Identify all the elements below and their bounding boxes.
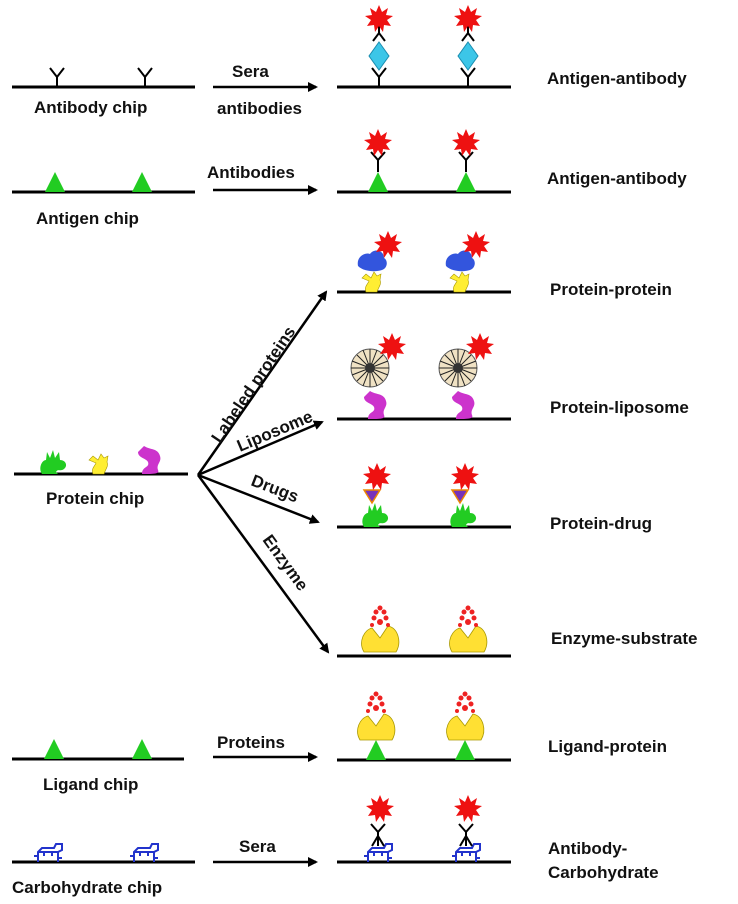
protein-drug-complex-icon (362, 463, 391, 527)
protein-liposome-complex-icon (438, 333, 494, 419)
magenta-protein-icon (138, 446, 161, 474)
ligand-chip-label: Ligand chip (43, 775, 138, 794)
antibody-reagent-line1: Sera (232, 62, 269, 81)
protein-protein-result-label: Protein-protein (550, 280, 672, 299)
carbohydrate-result-line2: Carbohydrate (548, 863, 659, 882)
ligand-reagent: Proteins (217, 733, 285, 752)
antigen-triangle-icon (45, 172, 65, 192)
antibody-y-icon (49, 67, 65, 88)
row-antibody: Antibody chip Sera antibodies Antigen-an… (12, 5, 687, 118)
enzyme-substrate-complex-icon (361, 605, 400, 653)
protein-protein-complex-icon (357, 231, 402, 293)
antibody-chip-label: Antibody chip (34, 98, 147, 117)
antibody-carbohydrate-complex-icon (451, 795, 482, 863)
protein-drug-result-label: Protein-drug (550, 514, 652, 533)
ligand-result-label: Ligand-protein (548, 737, 667, 756)
antigen-antibody-complex-icon (365, 5, 393, 88)
antigen-reagent: Antibodies (207, 163, 295, 182)
enzyme-substrate-complex-icon (449, 605, 488, 653)
antibody-reagent-line2: antibodies (217, 99, 302, 118)
antibody-y-icon (137, 67, 153, 88)
carbohydrate-glyph-icon (129, 843, 159, 863)
antigen-triangle-icon (132, 172, 152, 192)
ligand-protein-complex-icon (446, 691, 485, 760)
labeled-proteins-arrow (196, 290, 328, 476)
antigen-antibody-bound-icon (364, 129, 392, 192)
antigen-chip-label: Antigen chip (36, 209, 139, 228)
antigen-result-label: Antigen-antibody (547, 169, 687, 188)
carbohydrate-reagent: Sera (239, 837, 276, 856)
enzyme-arrow (196, 474, 330, 654)
ligand-triangle-icon (44, 739, 64, 759)
enzyme-reagent: Enzyme (259, 531, 312, 594)
yellow-protein-icon (88, 453, 109, 475)
antigen-antibody-complex-icon (454, 5, 482, 88)
protein-protein-complex-icon (445, 231, 490, 293)
antibody-carbohydrate-complex-icon (363, 795, 394, 863)
antibody-result-label: Antigen-antibody (547, 69, 687, 88)
protein-drug-complex-icon (450, 463, 479, 527)
enzyme-substrate-result-label: Enzyme-substrate (551, 629, 697, 648)
carbohydrate-glyph-icon (33, 843, 63, 863)
liposome-arrow (197, 420, 324, 477)
protein-chip-label: Protein chip (46, 489, 144, 508)
ligand-triangle-icon (132, 739, 152, 759)
antigen-antibody-bound-icon (452, 129, 480, 192)
row-antigen: Antigen chip Antibodies Antigen-antibody (12, 129, 687, 228)
protein-liposome-result-label: Protein-liposome (550, 398, 689, 417)
row-carbohydrate: Carbohydrate chip Sera Antibody- Carbohy… (12, 795, 659, 897)
carbohydrate-result-line1: Antibody- (548, 839, 627, 858)
row-ligand: Ligand chip Proteins Ligand-protein (12, 691, 667, 794)
protein-liposome-complex-icon (350, 333, 406, 419)
row-protein: Protein chip Labeled proteins Liposome D… (14, 231, 697, 658)
carbohydrate-chip-label: Carbohydrate chip (12, 878, 162, 897)
drugs-reagent: Drugs (249, 471, 302, 506)
drugs-arrow (197, 473, 320, 524)
green-protein-icon (40, 450, 67, 474)
ligand-protein-complex-icon (357, 691, 396, 760)
